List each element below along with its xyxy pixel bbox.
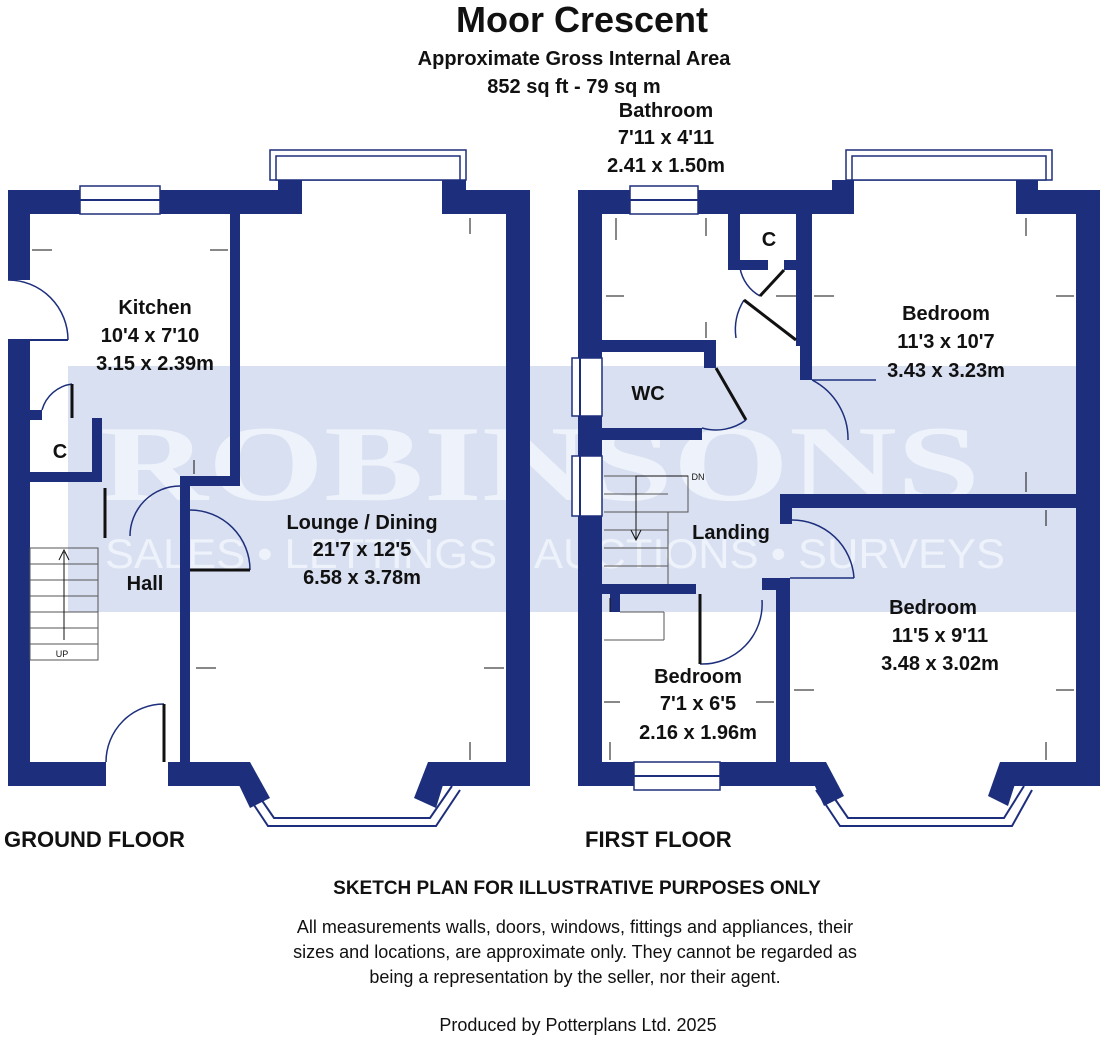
gf-lounge-door-arc — [189, 509, 251, 571]
plan-title: Moor Crescent — [456, 0, 708, 40]
ff-bathroom-metric: 2.41 x 1.50m — [607, 155, 725, 177]
gf-kitchen-imperial: 10'4 x 7'10 — [101, 325, 200, 347]
ff-bay-wall-right — [988, 762, 1022, 806]
gf-kitchen-name: Kitchen — [118, 297, 191, 319]
gf-wall-kitchen-hall — [180, 476, 240, 486]
first-floor-label: FIRST FLOOR — [585, 827, 732, 852]
ff-wall-top-c — [832, 180, 854, 214]
ff-cupboard-name: C — [762, 229, 776, 251]
gf-wall-cupboard-top — [30, 410, 42, 420]
gf-stairs-label: UP — [56, 649, 69, 659]
gf-wall-right — [506, 190, 530, 786]
ff-wall-bottom-a — [578, 762, 634, 786]
ff-wall-bedroom-divider — [780, 494, 1100, 508]
ff-bedroom3-name: Bedroom — [654, 666, 742, 688]
gf-cupboard-name: C — [53, 441, 67, 463]
ff-wc-window — [571, 357, 603, 417]
ff-cupboard-door-arc — [739, 267, 761, 297]
gf-cupboard-door-arc — [41, 383, 73, 411]
plan-area: 852 sq ft - 79 sq m — [487, 76, 660, 98]
disclaimer-title: SKETCH PLAN FOR ILLUSTRATIVE PURPOSES ON… — [333, 878, 821, 899]
ff-bedroom1-imperial: 11'3 x 10'7 — [897, 331, 994, 353]
producer-credit: Produced by Potterplans Ltd. 2025 — [439, 1015, 716, 1035]
gf-dimension-arrows — [32, 218, 504, 760]
ff-bathroom-name: Bathroom — [619, 100, 713, 122]
gf-staircase — [29, 547, 99, 661]
disclaimer-line-1: All measurements walls, doors, windows, … — [297, 917, 853, 937]
ground-floor-label: GROUND FLOOR — [4, 827, 185, 852]
ff-bedroom1-name: Bedroom — [902, 303, 990, 325]
ff-wall-top-a — [578, 190, 630, 214]
ff-dimension-arrows — [604, 218, 1074, 760]
ff-bedroom2-imperial: 11'5 x 9'11 — [892, 625, 988, 647]
gf-bay-wall-right — [414, 762, 450, 808]
ff-stairs-label: DN — [692, 472, 705, 482]
ff-wall-right — [1076, 190, 1100, 786]
watermark-tagline: SALES • LETTINGS • AUCTIONS • SURVEYS — [105, 530, 1005, 577]
gf-kitchen-metric: 3.15 x 2.39m — [96, 353, 214, 375]
ff-bedroom3-imperial: 7'1 x 6'5 — [660, 693, 736, 715]
gf-wall-top-c — [278, 180, 302, 214]
gf-side-door-arc — [7, 279, 69, 341]
ff-bay-window — [815, 789, 1033, 827]
ff-wall-bedroom3-top — [602, 584, 696, 594]
disclaimer-line-2: sizes and locations, are approximate onl… — [293, 942, 857, 962]
gf-bay-window — [243, 789, 461, 827]
ff-landing-window — [571, 455, 603, 517]
ff-bedroom2-metric: 3.48 x 3.02m — [881, 653, 999, 675]
gf-wall-hall-lounge — [180, 476, 190, 766]
ff-wall-top-b — [698, 190, 852, 214]
ff-staircase — [604, 475, 689, 641]
ff-bedroom2-name: Bedroom — [889, 597, 977, 619]
gf-lounge-metric: 6.58 x 3.78m — [303, 567, 421, 589]
gf-wall-bottom-a — [8, 762, 106, 786]
ground-floor-plan: UP — [7, 149, 530, 827]
gf-wall-left-lower — [8, 340, 30, 786]
gf-front-door-arc — [105, 703, 165, 763]
gf-lounge-imperial: 21'7 x 12'5 — [313, 539, 412, 561]
ff-wc-door-arc — [701, 419, 747, 431]
first-floor-plan: DN — [571, 149, 1100, 827]
ff-bedroom2-door-arc — [791, 519, 855, 579]
ff-wall-bedroom1-left — [800, 214, 812, 380]
gf-wall-top-b — [160, 190, 300, 214]
ff-bathroom-door-arc — [734, 299, 745, 339]
gf-wall-under-cupboard — [30, 472, 100, 482]
ff-wc-door — [714, 367, 748, 421]
ff-bay-wall-left — [804, 762, 844, 806]
ff-wall-cupboard-left — [728, 212, 740, 268]
ff-wall-wc-bottom — [602, 428, 702, 440]
ff-wc-name: WC — [631, 383, 664, 405]
disclaimer-line-3: being a representation by the seller, no… — [369, 967, 780, 987]
ff-wall-bedroom2-left — [776, 578, 790, 786]
ff-landing-name: Landing — [692, 522, 770, 544]
gf-hall-name: Hall — [127, 573, 164, 595]
gf-wall-cupboard — [92, 418, 102, 482]
plan-subtitle: Approximate Gross Internal Area — [418, 48, 732, 70]
gf-wall-top-a — [8, 190, 80, 214]
ff-bathroom-imperial: 7'11 x 4'11 — [618, 127, 714, 149]
ff-bedroom1-door-arc — [811, 379, 849, 441]
gf-kitchen-door-arc — [129, 485, 181, 537]
gf-wall-kitchen-lounge — [230, 212, 240, 482]
ff-bedroom3-door-arc — [699, 599, 763, 665]
gf-lounge-name: Lounge / Dining — [286, 512, 437, 534]
ff-bedroom3-metric: 2.16 x 1.96m — [639, 722, 757, 744]
ff-wall-bathroom-bottom — [602, 340, 712, 352]
ff-bedroom1-metric: 3.43 x 3.23m — [887, 360, 1005, 382]
